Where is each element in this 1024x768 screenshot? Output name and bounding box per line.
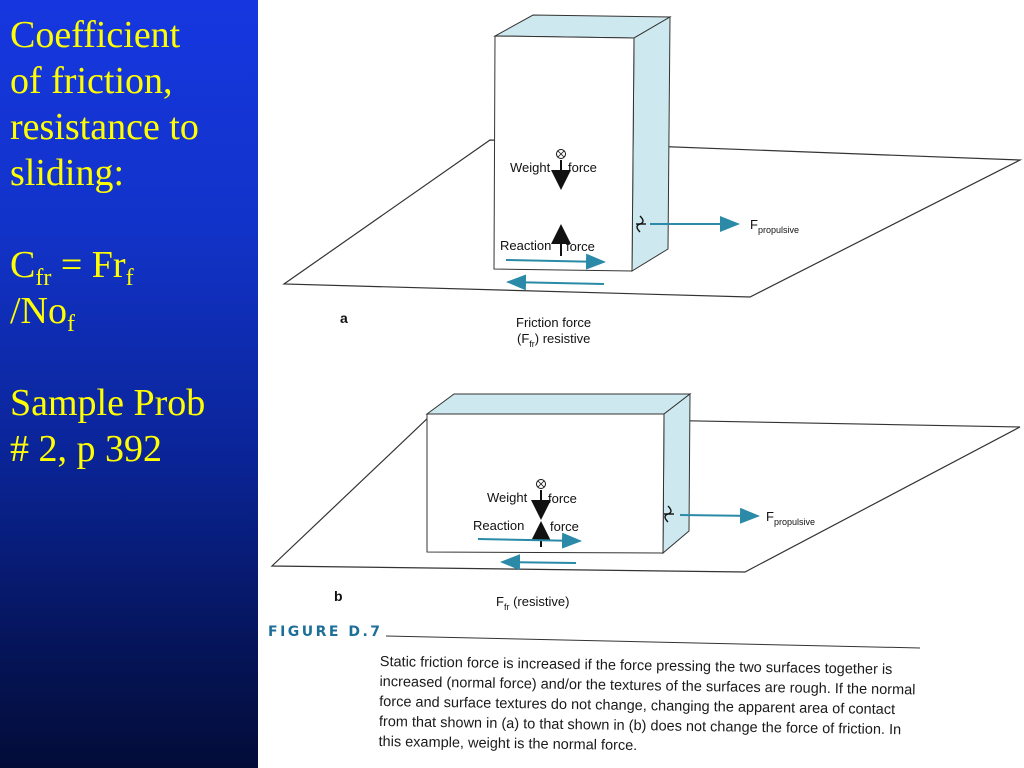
ground-plane-a: [282, 139, 1023, 298]
figure-panel: Weight force Reaction force Fpropulsive …: [258, 0, 1024, 768]
formula-line-2: /Nof: [10, 290, 75, 337]
figure-title: FIGURE D.7: [268, 624, 383, 640]
slide-text: Coefficient of friction, resistance to s…: [10, 12, 255, 472]
panel-letter-b: b: [334, 588, 343, 604]
slide-text-panel: Coefficient of friction, resistance to s…: [0, 0, 258, 768]
reaction-label-b: Reaction: [473, 518, 524, 533]
reaction-force-word-b: force: [550, 519, 579, 534]
sample-line: Sample Prob: [10, 382, 206, 424]
panel-b: Weight force Reaction force Fpropulsive …: [270, 392, 1021, 612]
panel-a: Weight force Reaction force Fpropulsive …: [282, 14, 1023, 349]
friction-figure: Weight force Reaction force Fpropulsive …: [270, 14, 1023, 649]
figure-caption: Static friction force is increased if th…: [378, 653, 916, 755]
weight-label-b: Weight: [487, 490, 528, 505]
box-b-top: [425, 393, 692, 415]
friction-arrow-left-b: [500, 554, 577, 571]
heading-line: Coefficient: [10, 14, 181, 56]
reaction-force-word-a: force: [566, 239, 595, 254]
ground-plane-b: [270, 415, 1021, 573]
friction-label-a-line1: Friction force: [516, 315, 591, 330]
reaction-label-a: Reaction: [500, 238, 551, 253]
heading-line: resistance to: [10, 106, 199, 148]
propulsive-arrow-b: [679, 507, 760, 524]
figure-title-rule: [385, 635, 921, 649]
surface-arrow-right-a: [505, 253, 606, 270]
weight-force-word-a: force: [568, 160, 597, 175]
sample-line: # 2, p 392: [10, 428, 162, 470]
heading-line: sliding:: [10, 152, 125, 194]
panel-letter-a: a: [340, 310, 348, 326]
box-a-side: [631, 16, 671, 272]
box-b-side: [662, 392, 691, 555]
formula-line-1: Cfr = Frf: [10, 244, 134, 291]
heading-line: of friction,: [10, 60, 173, 102]
weight-force-word-b: force: [548, 491, 577, 506]
weight-label-a: Weight: [510, 160, 551, 175]
propulsive-label-a: Fpropulsive: [750, 217, 799, 235]
friction-arrow-left-a: [506, 274, 605, 291]
surface-arrow-right-b: [477, 532, 582, 549]
friction-label-a-line2: (Ffr) resistive: [517, 331, 590, 349]
friction-label-b: Ffr (resistive): [496, 594, 569, 612]
propulsive-label-b: Fpropulsive: [766, 509, 815, 527]
